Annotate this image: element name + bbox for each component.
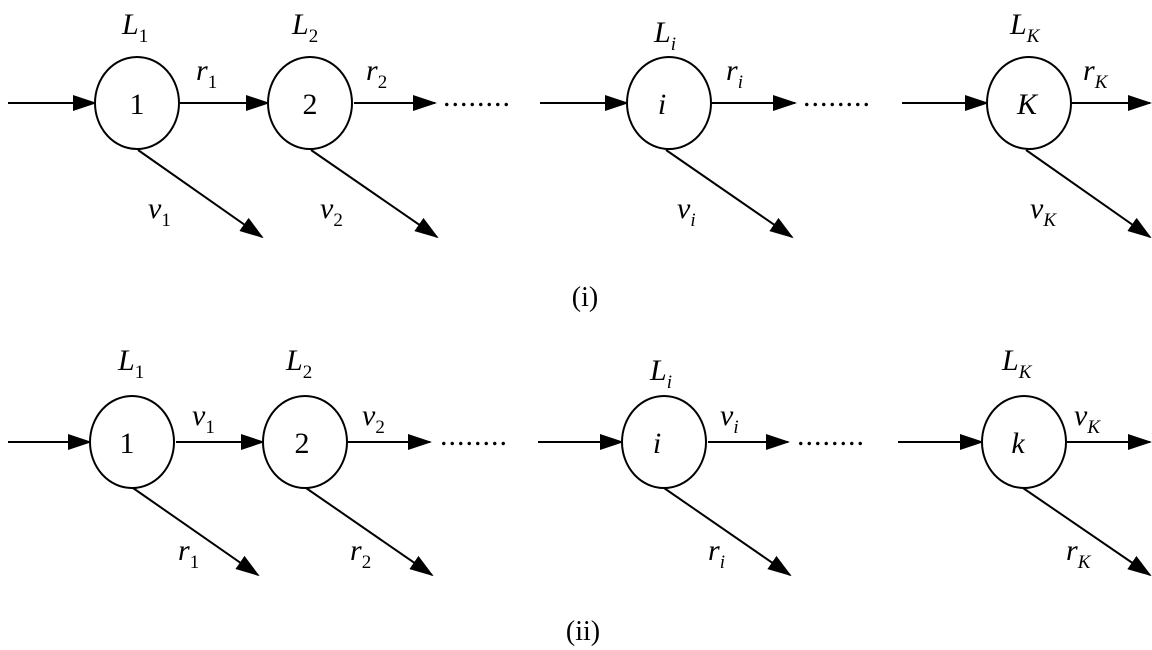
top-node-2-label: 2 <box>303 88 318 121</box>
bottom-ellipsis-1: ........ <box>440 419 508 452</box>
top-node-i-label: i <box>658 88 666 121</box>
top-ellipsis-1: ........ <box>443 80 511 113</box>
top-layer-label-K: LK <box>1009 8 1041 47</box>
bottom-layer-label-K: LK <box>1001 344 1033 383</box>
bottom-down-arrow-i <box>663 487 792 577</box>
bottom-down-arrow-2 <box>305 487 434 577</box>
top-layer-label-1: L1 <box>121 8 148 47</box>
top-node-K-label: K <box>1016 88 1039 121</box>
top-node-1-label: 1 <box>130 88 145 121</box>
top-ellipsis-2: ........ <box>803 80 871 113</box>
bottom-node-i-label: i <box>653 427 661 460</box>
bottom-down-label-i: ri <box>708 534 725 573</box>
bottom-forward-label-2: v2 <box>362 399 385 438</box>
bottom-layer-label-i: Li <box>649 354 672 393</box>
top-node-i <box>626 56 712 150</box>
bottom-node-1-label: 1 <box>120 427 135 460</box>
bottom-node-2 <box>262 395 348 489</box>
bottom-layer-label-1: L1 <box>117 344 144 383</box>
bottom-layer-label-2: L2 <box>285 344 312 383</box>
bottom-node-k <box>981 395 1067 489</box>
bottom-down-label-1: r1 <box>178 534 199 573</box>
top-down-arrow-K <box>1025 149 1152 239</box>
top-down-arrow-i <box>665 149 794 239</box>
top-down-label-K: vK <box>1030 192 1057 231</box>
top-node-2 <box>267 56 353 150</box>
top-layer-label-2: L2 <box>291 8 318 47</box>
top-forward-label-K: rK <box>1083 54 1109 93</box>
top-node-K <box>986 56 1072 150</box>
top-forward-label-2: r2 <box>366 54 387 93</box>
bottom-down-label-K: rK <box>1066 534 1092 573</box>
bottom-node-k-label: k <box>1011 427 1025 460</box>
top-caption: (i) <box>572 282 598 313</box>
bottom-down-label-2: r2 <box>350 534 371 573</box>
bottom-forward-label-1: v1 <box>192 399 215 438</box>
top-forward-label-i: ri <box>726 54 743 93</box>
bottom-down-arrow-1 <box>132 487 260 577</box>
bottom-ellipsis-2: ........ <box>797 419 865 452</box>
top-node-1 <box>94 56 180 150</box>
bottom-down-arrow-k <box>1022 487 1152 577</box>
top-down-label-1: v1 <box>148 192 171 231</box>
top-down-arrow-2 <box>310 149 439 239</box>
top-layer-label-i: Li <box>653 16 676 55</box>
bottom-node-2-label: 2 <box>295 427 310 460</box>
bottom-node-i <box>621 395 707 489</box>
bottom-node-1 <box>89 395 175 489</box>
top-forward-label-1: r1 <box>196 54 217 93</box>
top-down-label-i: vi <box>677 192 696 231</box>
bottom-forward-label-K: vK <box>1074 399 1101 438</box>
bottom-caption: (ii) <box>566 616 600 647</box>
bottom-forward-label-i: vi <box>720 399 739 438</box>
diagram-bottom: 1 2 i k L1 L2 Li LK v1 v2 vi vK r1 r2 ri… <box>8 344 1152 647</box>
diagram-top: 1 2 i K L1 L2 Li LK r1 r2 ri rK v1 v2 vi… <box>8 8 1152 313</box>
top-down-arrow-1 <box>137 149 264 239</box>
top-down-label-2: v2 <box>320 192 343 231</box>
